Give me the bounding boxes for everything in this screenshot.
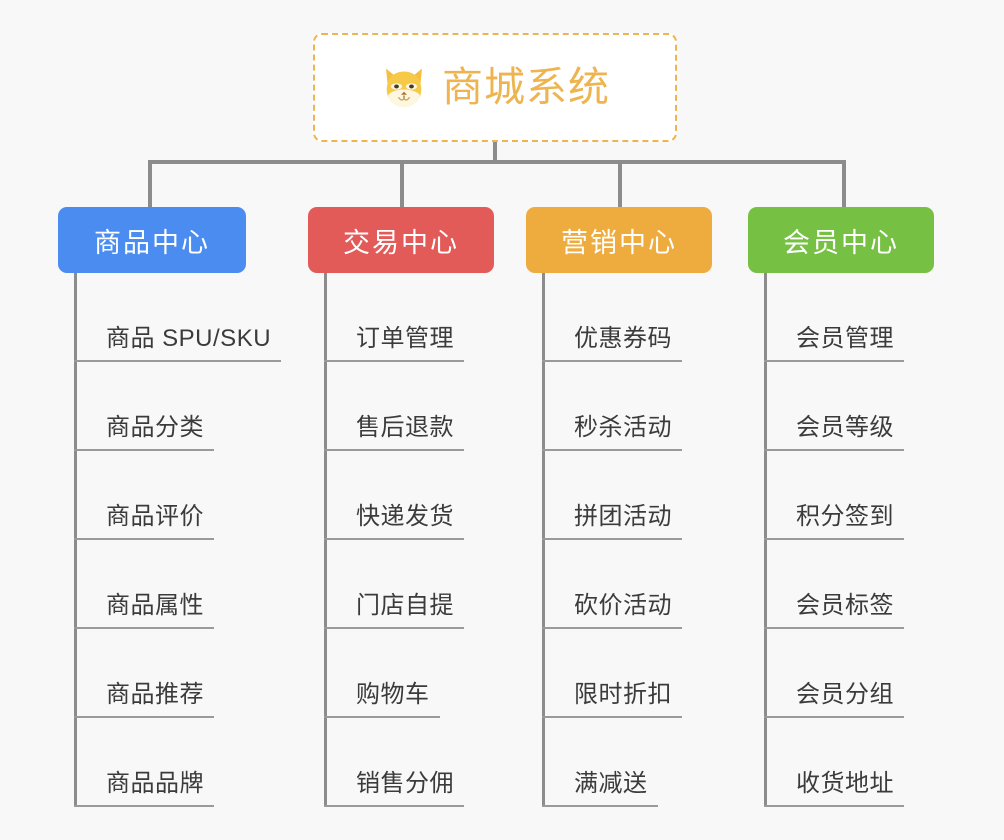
leaf-item[interactable]: 商品推荐 — [58, 629, 246, 718]
leaf-item[interactable]: 秒杀活动 — [526, 362, 712, 451]
category-label: 营销中心 — [561, 227, 677, 258]
shiba-dog-face-icon — [386, 68, 422, 107]
leaf-list-product: 商品 SPU/SKU 商品分类 商品评价 商品属性 商品推荐 商品品牌 — [58, 273, 282, 807]
category-trunk-line — [324, 273, 327, 807]
leaf-label: 门店自提 — [324, 585, 464, 629]
connector-drop-4 — [842, 160, 846, 208]
category-box-product[interactable]: 商品中心 — [58, 207, 246, 273]
leaf-label: 会员管理 — [764, 318, 904, 362]
leaf-label: 快递发货 — [324, 496, 464, 540]
leaf-label: 会员标签 — [764, 585, 904, 629]
leaf-label: 售后退款 — [324, 407, 464, 451]
leaf-item[interactable]: 拼团活动 — [526, 451, 712, 540]
category-box-trade[interactable]: 交易中心 — [308, 207, 494, 273]
leaf-label: 满减送 — [542, 763, 658, 807]
leaf-item[interactable]: 商品分类 — [58, 362, 246, 451]
category-label: 商品中心 — [94, 227, 210, 258]
category-trunk-line — [74, 273, 77, 807]
leaf-item[interactable]: 商品 SPU/SKU — [58, 273, 282, 362]
leaf-label: 商品属性 — [74, 585, 214, 629]
category-box-marketing[interactable]: 营销中心 — [526, 207, 712, 273]
leaf-item[interactable]: 会员标签 — [748, 540, 934, 629]
leaf-label: 商品评价 — [74, 496, 214, 540]
leaf-label: 商品品牌 — [74, 763, 214, 807]
leaf-item[interactable]: 商品评价 — [58, 451, 246, 540]
category-column-trade: 交易中心 订单管理 售后退款 快递发货 门店自提 购物车 销售分佣 — [308, 207, 494, 807]
leaf-item[interactable]: 商品品牌 — [58, 718, 246, 807]
leaf-label: 积分签到 — [764, 496, 904, 540]
category-trunk-line — [764, 273, 767, 807]
leaf-item[interactable]: 收货地址 — [748, 718, 934, 807]
category-column-product: 商品中心 商品 SPU/SKU 商品分类 商品评价 商品属性 商品推荐 商品品牌 — [58, 207, 282, 807]
leaf-item[interactable]: 购物车 — [308, 629, 494, 718]
root-node[interactable]: 商城系统 — [313, 33, 677, 142]
leaf-label: 会员等级 — [764, 407, 904, 451]
category-label: 交易中心 — [343, 227, 459, 258]
leaf-item[interactable]: 售后退款 — [308, 362, 494, 451]
leaf-item[interactable]: 快递发货 — [308, 451, 494, 540]
leaf-item[interactable]: 满减送 — [526, 718, 712, 807]
root-title: 商城系统 — [442, 64, 610, 110]
leaf-label: 会员分组 — [764, 674, 904, 718]
leaf-label: 商品推荐 — [74, 674, 214, 718]
leaf-label: 限时折扣 — [542, 674, 682, 718]
leaf-label: 商品 SPU/SKU — [74, 318, 282, 362]
leaf-label: 商品分类 — [74, 407, 214, 451]
leaf-label: 拼团活动 — [542, 496, 682, 540]
category-label: 会员中心 — [783, 227, 899, 258]
leaf-item[interactable]: 砍价活动 — [526, 540, 712, 629]
leaf-item[interactable]: 限时折扣 — [526, 629, 712, 718]
connector-drop-3 — [618, 160, 622, 208]
leaf-label: 秒杀活动 — [542, 407, 682, 451]
leaf-list-marketing: 优惠券码 秒杀活动 拼团活动 砍价活动 限时折扣 满减送 — [526, 273, 712, 807]
connector-horizontal-bus — [148, 160, 846, 164]
leaf-item[interactable]: 订单管理 — [308, 273, 494, 362]
leaf-item[interactable]: 销售分佣 — [308, 718, 494, 807]
leaf-item[interactable]: 商品属性 — [58, 540, 246, 629]
leaf-item[interactable]: 会员管理 — [748, 273, 934, 362]
leaf-item[interactable]: 会员等级 — [748, 362, 934, 451]
leaf-label: 销售分佣 — [324, 763, 464, 807]
leaf-label: 砍价活动 — [542, 585, 682, 629]
leaf-item[interactable]: 优惠券码 — [526, 273, 712, 362]
category-column-member: 会员中心 会员管理 会员等级 积分签到 会员标签 会员分组 收货地址 — [748, 207, 934, 807]
connector-drop-2 — [400, 160, 404, 208]
connector-drop-1 — [148, 160, 152, 208]
leaf-label: 收货地址 — [764, 763, 904, 807]
leaf-label: 订单管理 — [324, 318, 464, 362]
leaf-item[interactable]: 门店自提 — [308, 540, 494, 629]
leaf-item[interactable]: 会员分组 — [748, 629, 934, 718]
leaf-label: 优惠券码 — [542, 318, 682, 362]
leaf-item[interactable]: 积分签到 — [748, 451, 934, 540]
category-box-member[interactable]: 会员中心 — [748, 207, 934, 273]
category-trunk-line — [542, 273, 545, 807]
leaf-list-member: 会员管理 会员等级 积分签到 会员标签 会员分组 收货地址 — [748, 273, 934, 807]
connector-root-stem — [493, 142, 497, 164]
leaf-label: 购物车 — [324, 674, 440, 718]
category-column-marketing: 营销中心 优惠券码 秒杀活动 拼团活动 砍价活动 限时折扣 满减送 — [526, 207, 712, 807]
leaf-list-trade: 订单管理 售后退款 快递发货 门店自提 购物车 销售分佣 — [308, 273, 494, 807]
